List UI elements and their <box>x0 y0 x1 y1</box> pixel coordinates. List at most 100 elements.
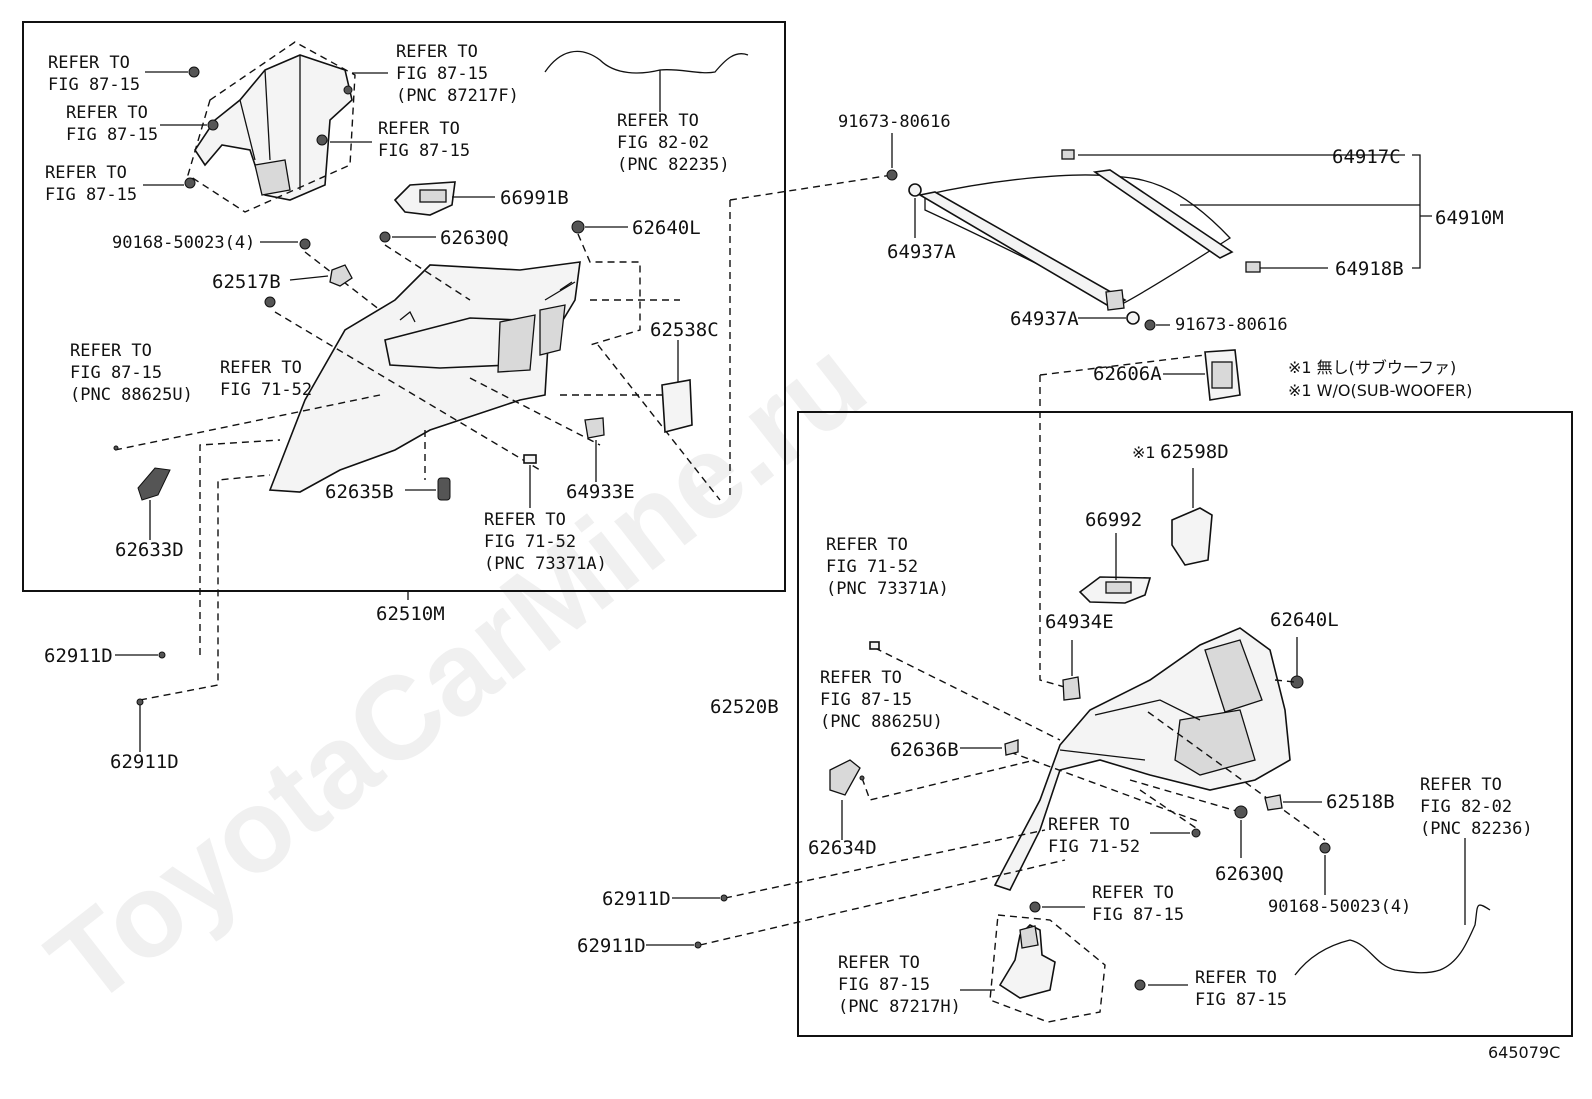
handle-66991b-icon <box>393 181 456 216</box>
screw-icon <box>299 220 585 250</box>
clip-icon <box>184 66 353 189</box>
clip-icon <box>720 894 728 902</box>
refer-label: (PNC 88625U) <box>70 385 193 405</box>
screw-icon <box>1144 319 1156 331</box>
refer-label: FIG 82-02 <box>617 133 709 153</box>
refer-label: FIG 71-52 <box>484 532 576 552</box>
part-number-label: 62640L <box>1270 609 1339 631</box>
refer-label: FIG 87-15 <box>378 141 470 161</box>
clip-62518b-icon <box>1264 794 1283 811</box>
part-number-label: 64917C <box>1332 146 1401 168</box>
clip-icon <box>264 296 276 308</box>
left-assembly-frame <box>22 21 786 592</box>
assembly-number-label: 62510M <box>376 603 445 625</box>
refer-label: FIG 87-15 <box>70 363 162 383</box>
quarter-trim-panel-left <box>268 261 581 493</box>
grille-62633d-icon <box>137 467 171 501</box>
refer-label: FIG 87-15 <box>1195 990 1287 1010</box>
tonneau-cover-icon <box>917 169 1234 311</box>
part-number-label: 62630Q <box>440 227 509 249</box>
cap-64937a-icon <box>1126 311 1140 325</box>
refer-label: (PNC 73371A) <box>826 579 949 599</box>
refer-label: FIG 82-02 <box>1420 797 1512 817</box>
refer-label: REFER TO <box>378 119 460 139</box>
bracket-62598d-icon <box>1171 507 1213 566</box>
clip-icon <box>136 698 144 706</box>
upper-bracket-left <box>187 41 356 213</box>
part-number-label: 90168-50023(4) <box>1268 897 1411 917</box>
variant-mark: ※1 <box>1132 443 1156 462</box>
clip-icon <box>1191 828 1201 838</box>
refer-label: REFER TO <box>1092 883 1174 903</box>
refer-label: FIG 71-52 <box>826 557 918 577</box>
part-number-label: 64937A <box>887 241 956 263</box>
right-assembly-frame <box>797 411 1573 1037</box>
cap-64937a-icon <box>908 183 922 197</box>
part-number-label: 62606A <box>1093 363 1162 385</box>
part-number-label: 62911D <box>602 888 671 910</box>
clip-64933e-icon <box>584 417 605 439</box>
refer-label: FIG 87-15 <box>396 64 488 84</box>
refer-label: REFER TO <box>617 111 699 131</box>
part-number-label: 66992 <box>1085 509 1142 531</box>
part-number-label: 62911D <box>44 645 113 667</box>
cover-62634d-icon <box>829 759 861 796</box>
screw-icon <box>1319 842 1331 854</box>
refer-label: REFER TO <box>838 953 920 973</box>
spring-62635b-icon <box>437 477 451 501</box>
screw-icon <box>1234 805 1248 819</box>
screw-icon <box>886 169 898 181</box>
clip-64918b-icon <box>1245 261 1261 273</box>
quarter-trim-panel-right <box>993 627 1291 891</box>
clip-64917c-icon <box>1061 149 1075 160</box>
refer-label: REFER TO <box>826 535 908 555</box>
refer-label: REFER TO <box>220 358 302 378</box>
refer-label: FIG 87-15 <box>820 690 912 710</box>
refer-label: FIG 87-15 <box>48 75 140 95</box>
part-number-label: 66991B <box>500 187 569 209</box>
part-number-label: 90168-50023(4) <box>112 233 255 253</box>
refer-label: FIG 71-52 <box>1048 837 1140 857</box>
clip-62636b-icon <box>1004 739 1019 756</box>
refer-label: REFER TO <box>820 668 902 688</box>
refer-label: (PNC 73371A) <box>484 554 607 574</box>
refer-label: REFER TO <box>48 53 130 73</box>
wire-harness-icon <box>1294 904 1491 976</box>
refer-label: REFER TO <box>1195 968 1277 988</box>
part-number-label: 62517B <box>212 271 281 293</box>
clip-icon <box>1029 901 1041 913</box>
drawing-number: 645079C <box>1488 1043 1560 1062</box>
part-number-label: 64918B <box>1335 258 1404 280</box>
refer-label: (PNC 82236) <box>1420 819 1533 839</box>
part-number-label: 62634D <box>808 837 877 859</box>
clip-icon <box>1134 979 1146 991</box>
variant-note: ※1 W/O(SUB-WOOFER) <box>1288 381 1472 400</box>
part-number-label: 62911D <box>577 935 646 957</box>
part-number-label: 64937A <box>1010 308 1079 330</box>
refer-label: (PNC 87217H) <box>838 997 961 1017</box>
refer-label: REFER TO <box>70 341 152 361</box>
clip-icon <box>869 641 880 650</box>
part-number-label: 62598D <box>1160 441 1229 463</box>
wire-harness-icon <box>544 50 749 74</box>
part-number-label: 62911D <box>110 751 179 773</box>
refer-label: REFER TO <box>484 510 566 530</box>
refer-label: FIG 87-15 <box>45 185 137 205</box>
part-number-label: 64910M <box>1435 207 1504 229</box>
bracket-62606a-icon <box>1204 349 1241 401</box>
refer-label: REFER TO <box>45 163 127 183</box>
part-number-label: 62635B <box>325 481 394 503</box>
refer-label: FIG 71-52 <box>220 380 312 400</box>
part-number-label: 62633D <box>115 539 184 561</box>
assembly-number-label: 62520B <box>710 696 779 718</box>
part-number-label: 91673-80616 <box>838 112 951 132</box>
refer-label: FIG 87-15 <box>66 125 158 145</box>
refer-label: (PNC 82235) <box>617 155 730 175</box>
part-number-label: 62538C <box>650 319 719 341</box>
refer-label: FIG 87-15 <box>1092 905 1184 925</box>
refer-label: (PNC 87217F) <box>396 86 519 106</box>
refer-label: (PNC 88625U) <box>820 712 943 732</box>
variant-note: ※1 無し(サブウーファ) <box>1288 358 1456 377</box>
clip-62517b-icon <box>329 264 353 287</box>
